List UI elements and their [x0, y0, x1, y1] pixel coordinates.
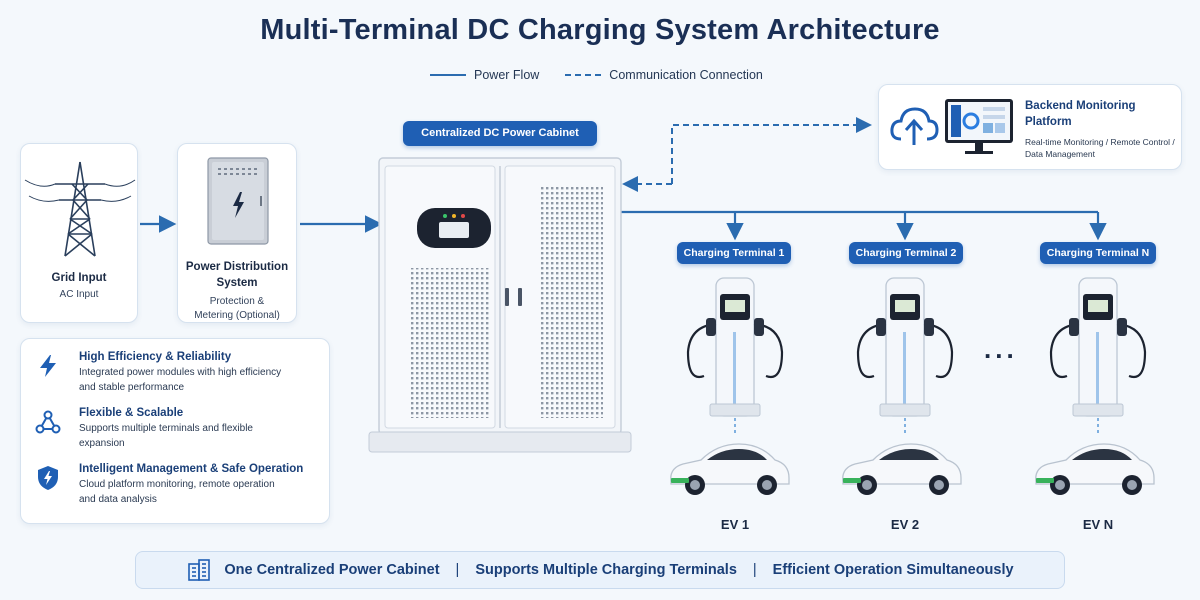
- feature-management-desc-line2: and data analysis: [79, 493, 157, 505]
- feature-management-title: Intelligent Management & Safe Operation: [79, 463, 304, 475]
- terminal-n-label: Charging Terminal N: [1040, 242, 1156, 264]
- banner-item-cabinet: One Centralized Power Cabinet: [224, 562, 440, 578]
- feature-scalable-desc: Supports multiple terminals and flexible…: [79, 422, 309, 451]
- banner-separator-1: |: [455, 562, 460, 578]
- cloud-upload-icon: [890, 107, 939, 145]
- charging-terminal-1: [686, 277, 784, 417]
- banner-separator-2: |: [752, 562, 757, 578]
- cabinet-label: Centralized DC Power Cabinet: [403, 121, 597, 146]
- ev-car-n-icon: [1035, 443, 1155, 495]
- feature-efficiency-desc-line2: and stable performance: [79, 381, 185, 393]
- ev-car-1-icon: [670, 443, 790, 495]
- distribution-title: Power Distribution System: [178, 260, 296, 291]
- legend: Power Flow Communication Connection: [430, 66, 763, 84]
- more-terminals-ellipsis: ...: [984, 334, 1018, 364]
- banner-item-efficiency: Efficient Operation Simultaneously: [772, 562, 1014, 578]
- charging-terminal-n: [1049, 277, 1147, 417]
- power-distribution-card: Power Distribution System Protection & M…: [177, 143, 297, 323]
- banner-item-terminals: Supports Multiple Charging Terminals: [475, 562, 737, 578]
- building-icon: [188, 559, 211, 581]
- features-card: High Efficiency & Reliability Integrated…: [20, 338, 330, 524]
- ev-car-2-icon: [842, 443, 962, 495]
- page-title: Multi-Terminal DC Charging System Archit…: [260, 14, 940, 46]
- feature-efficiency-desc-line1: Integrated power modules with high effic…: [79, 367, 282, 378]
- backend-title-line2: Platform: [1025, 115, 1072, 128]
- monitor-dashboard-icon: [945, 99, 1013, 154]
- lightning-icon: [40, 355, 56, 377]
- ev-1-label: EV 1: [720, 517, 750, 532]
- grid-input-subtitle: AC Input: [59, 289, 99, 300]
- backend-title: Backend Monitoring Platform: [1025, 99, 1136, 130]
- feature-scalable-desc-line1: Supports multiple terminals and flexible: [79, 423, 253, 434]
- grid-input-card: Grid Input AC Input: [20, 143, 138, 323]
- backend-description: Real-time Monitoring / Remote Control / …: [1025, 137, 1175, 161]
- feature-efficiency: High Efficiency & Reliability Integrated…: [35, 351, 309, 395]
- distribution-title-line1: Power Distribution: [185, 261, 289, 273]
- ev-n-label: EV N: [1082, 517, 1114, 532]
- ev-2-label: EV 2: [890, 517, 920, 532]
- communication-line-icon: [565, 74, 602, 76]
- distribution-sub-line2: Metering (Optional): [194, 310, 280, 322]
- backend-desc-line1: Real-time Monitoring / Remote Control /: [1025, 137, 1175, 147]
- grid-input-title: Grid Input: [51, 272, 107, 284]
- terminal-1-label: Charging Terminal 1: [677, 242, 791, 264]
- shield-icon: [38, 466, 58, 490]
- feature-management-desc-line1: Cloud platform monitoring, remote operat…: [79, 479, 275, 490]
- feature-efficiency-title: High Efficiency & Reliability: [79, 351, 232, 363]
- terminal-2-label: Charging Terminal 2: [849, 242, 963, 264]
- feature-scalable: Flexible & Scalable Supports multiple te…: [35, 407, 309, 451]
- distribution-subtitle: Protection & Metering (Optional): [178, 295, 296, 323]
- transmission-tower-icon: [24, 161, 136, 257]
- distribution-box-icon: [207, 157, 269, 245]
- comm-line-top: [671, 117, 872, 184]
- distribution-sub-line1: Protection &: [209, 296, 265, 308]
- backend-title-line1: Backend Monitoring: [1025, 100, 1136, 112]
- network-icon: [35, 410, 61, 434]
- backend-platform-card: Backend Monitoring Platform Real-time Mo…: [878, 84, 1182, 170]
- feature-scalable-title: Flexible & Scalable: [79, 407, 184, 419]
- dc-power-cabinet: [368, 157, 632, 453]
- legend-communication: Communication Connection: [609, 68, 763, 82]
- summary-banner: One Centralized Power Cabinet | Supports…: [135, 551, 1065, 589]
- power-flow-line-icon: [430, 74, 466, 76]
- legend-power-flow: Power Flow: [474, 68, 540, 82]
- feature-management: Intelligent Management & Safe Operation …: [35, 463, 309, 507]
- feature-efficiency-desc: Integrated power modules with high effic…: [79, 366, 309, 395]
- charging-terminal-2: [856, 277, 954, 417]
- feature-management-desc: Cloud platform monitoring, remote operat…: [79, 478, 309, 507]
- feature-scalable-desc-line2: expansion: [79, 437, 125, 449]
- backend-desc-line2: Data Management: [1025, 148, 1095, 159]
- distribution-title-line2: System: [216, 276, 258, 289]
